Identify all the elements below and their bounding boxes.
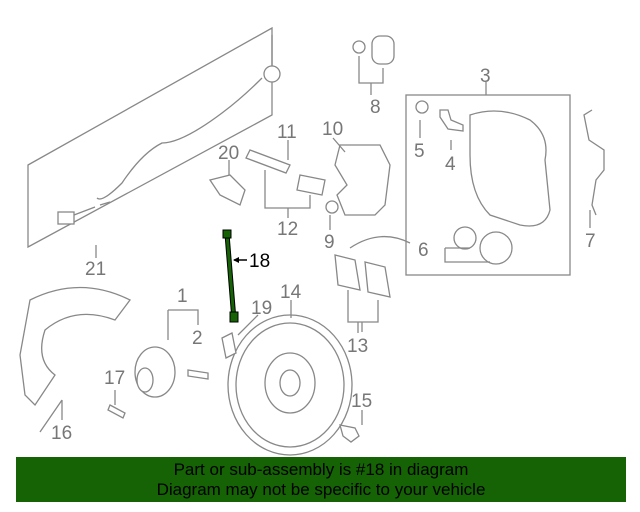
callout-20: 20 [218,143,239,164]
splash-shield [19,286,131,407]
callout-8: 8 [370,97,381,118]
callout-12: 12 [277,219,298,240]
callout-17: 17 [104,368,125,389]
callout-3: 3 [480,66,491,87]
wear-sensor-box [27,26,281,249]
callout-15: 15 [351,391,372,412]
callout-18[interactable]: 18 [249,251,270,272]
bolt-15 [339,424,360,443]
callout-11: 11 [277,122,297,143]
callout-4: 4 [445,154,456,175]
callout-5: 5 [414,141,425,162]
callout-13: 13 [347,336,368,357]
part-info-banner: Part or sub-assembly is #18 in diagram D… [16,457,626,502]
caliper-box [405,94,571,276]
callout-7: 7 [585,231,596,252]
banner-line-1: Part or sub-assembly is #18 in diagram [173,460,469,479]
callout-10: 10 [322,119,343,140]
bushing-8 [352,35,395,95]
bracket-19 [221,332,237,359]
brake-hose-18[interactable] [222,229,247,323]
banner-line-2: Diagram may not be specific to your vehi… [156,480,486,499]
callout-14: 14 [280,282,302,303]
spring-7 [583,109,605,216]
rotor [227,314,353,456]
guide-pins [208,140,391,218]
callout-2: 2 [192,328,203,349]
callout-9: 9 [324,232,335,253]
callout-16: 16 [51,423,72,444]
callout-19: 19 [251,298,272,319]
callout-1: 1 [177,286,188,307]
callout-21: 21 [85,259,106,280]
hub [107,309,209,419]
callout-6: 6 [418,240,429,261]
brake-pads [334,235,411,332]
